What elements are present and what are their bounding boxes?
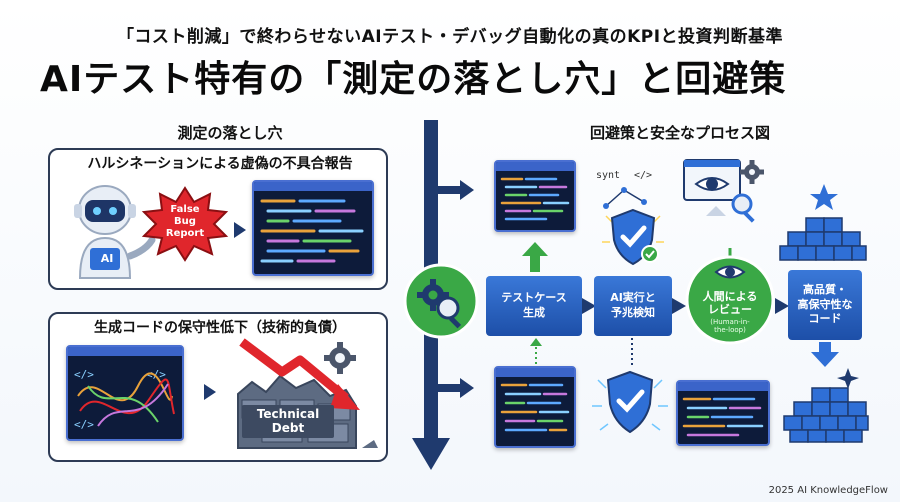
- eye-icon: [714, 265, 746, 279]
- tangled-code-icon: </> </> </>: [74, 368, 175, 431]
- pitfalls-heading: 測定の落とし穴: [177, 124, 283, 142]
- flow-step-quality-code: 高品質・ 高保守性な コード: [788, 270, 862, 340]
- shield-check-icon: [602, 208, 664, 266]
- down-arrow-icon: [811, 342, 839, 367]
- spaghetti-code-panel: </> </> </>: [66, 345, 184, 441]
- svg-text:</>: </>: [74, 418, 94, 431]
- monitor-eye-icon: [683, 159, 764, 223]
- svg-text:</>: </>: [146, 368, 166, 381]
- test-code-panel-bottom: [494, 366, 576, 448]
- flow-step-human-review: 人間による レビュー: [702, 290, 758, 317]
- blocks-sparkle-icon: [783, 368, 869, 443]
- code-lines-icon: [260, 199, 364, 263]
- syntax-tag: </>: [634, 170, 653, 181]
- page-subtitle: 「コスト削減」で終わらせないAIテスト・デバッグ自動化の真のKPIと投資判断基準: [116, 27, 784, 47]
- up-arrow-icon: [522, 242, 548, 272]
- shield-check-icon-2: [592, 370, 668, 434]
- syntax-label: synt: [596, 170, 621, 181]
- chevron-right-icon: [234, 222, 246, 238]
- false-bug-burst-icon: [141, 186, 229, 262]
- technical-debt-label: Technical Debt: [242, 405, 334, 438]
- dotted-connector: [631, 338, 633, 366]
- flow-step-test-generation: テストケース 生成: [486, 276, 582, 336]
- flow-step-ai-execution: AI実行と 予兆検知: [594, 276, 672, 336]
- chevron-right-icon-2: [204, 384, 216, 400]
- pitfall-title-tech-debt: 生成コードの保守性低下（技術的負債）: [66, 314, 374, 340]
- footer-credit: 2025 AI KnowledgeFlow: [768, 485, 888, 496]
- flow-arrow-icon-3: [775, 298, 789, 314]
- human-review-circle: [685, 248, 775, 345]
- syntax-graph-icon: [603, 187, 647, 209]
- blocks-star-icon: [779, 184, 867, 261]
- pitfall-title-hallucination: ハルシネーションによる虚偽の不具合報告: [70, 150, 370, 176]
- reviewed-code-panel: [676, 380, 770, 446]
- test-code-panel-top: [494, 160, 576, 232]
- svg-text:</>: </>: [74, 368, 94, 381]
- code-lines-icon-3: [500, 383, 570, 432]
- human-in-the-loop-label: (Human-in- the-loop): [710, 318, 750, 335]
- solutions-heading: 回避策と安全なプロセス図: [589, 124, 770, 142]
- code-panel-hallucination: [252, 180, 374, 276]
- false-bug-report-text: False Bug Report: [165, 204, 205, 239]
- dotted-up-arrow-icon: [530, 338, 542, 364]
- robot-label: AI: [100, 252, 114, 265]
- analysis-gear-icon: [403, 263, 479, 339]
- flow-arrow-icon-2: [672, 298, 686, 314]
- technical-debt-icon: [237, 338, 378, 449]
- code-lines-icon-2: [500, 177, 570, 221]
- code-lines-icon-4: [682, 397, 764, 437]
- page-title: AIテスト特有の「測定の落とし穴」と回避策: [40, 59, 787, 100]
- flow-arrow-icon: [582, 298, 596, 314]
- robot-icon: [74, 185, 156, 279]
